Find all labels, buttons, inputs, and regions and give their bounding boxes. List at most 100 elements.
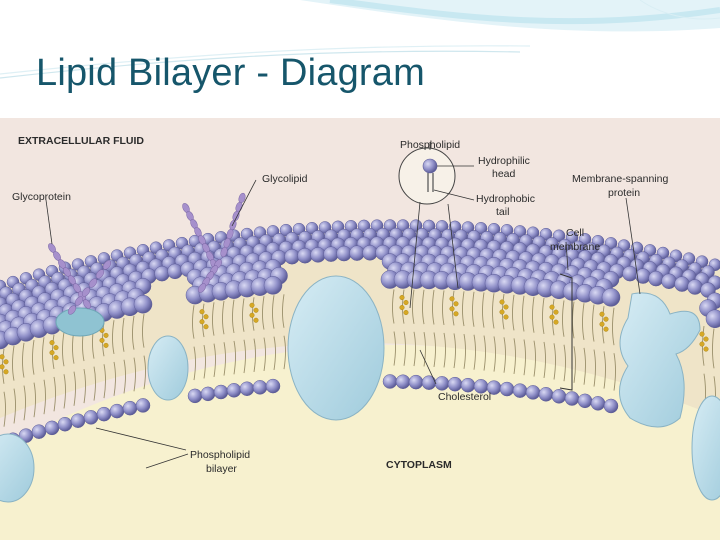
glycoprotein-body — [55, 307, 105, 337]
fatty-acid-tail — [243, 339, 246, 374]
edge-protein-right — [691, 395, 720, 501]
fatty-acid-tail — [263, 337, 266, 371]
phospholipid-head — [487, 222, 501, 236]
cholesterol-ring — [499, 299, 505, 305]
fatty-acid-tail — [442, 290, 445, 326]
cholesterol-ring — [603, 326, 609, 332]
cholesterol-ring — [103, 342, 109, 348]
fatty-acid-tail — [462, 291, 465, 327]
phospholipid-head — [564, 391, 580, 406]
fatty-acid-tail — [562, 300, 565, 337]
fatty-acid-tail — [613, 353, 616, 391]
phospholipid-head — [447, 376, 463, 392]
fatty-acid-tail — [262, 296, 265, 330]
fatty-acid-tail — [612, 307, 615, 346]
phospholipid-head — [648, 270, 664, 287]
phospholipid-head — [395, 374, 411, 389]
fatty-acid-tail — [222, 300, 225, 335]
cholesterol-ring — [453, 311, 459, 317]
label-glycoprotein: Glycoprotein — [12, 191, 71, 203]
phospholipid-head — [434, 376, 450, 391]
fatty-acid-tail — [53, 376, 56, 412]
phospholipid-head — [435, 220, 449, 233]
fatty-acid-tail — [423, 332, 426, 367]
fatty-acid-tail — [563, 344, 566, 382]
label-cytoplasm: CYTOPLASM — [386, 459, 452, 471]
glycolipid-carbohydrate — [220, 246, 228, 258]
glycoprotein-carbohydrate — [88, 278, 98, 288]
phospholipid-head — [167, 263, 183, 280]
fatty-acid-tail — [142, 313, 145, 348]
cholesterol-ring — [49, 340, 55, 346]
fatty-acid-tail — [592, 304, 595, 342]
cholesterol-ring — [549, 314, 555, 320]
fatty-acid-tail — [112, 320, 115, 355]
cholesterol-ring — [499, 309, 505, 315]
phospholipid-inset — [398, 147, 456, 205]
label-phospholipid-bilayer-2: bilayer — [206, 463, 237, 475]
phospholipid-head — [687, 279, 703, 295]
cholesterol-ring — [0, 354, 5, 360]
cholesterol-ring — [3, 359, 9, 365]
fatty-acid-tail — [63, 374, 66, 409]
fatty-acid-tail — [522, 295, 525, 332]
fatty-acid-tail — [123, 359, 126, 394]
cholesterol-ring — [249, 302, 255, 308]
cholesterol-ring — [53, 355, 59, 361]
glycoprotein-carbohydrate — [81, 287, 91, 297]
cholesterol-ring — [53, 345, 59, 351]
glycoprotein-carbohydrate — [102, 260, 112, 270]
cholesterol-ring — [699, 341, 705, 347]
label-cholesterol: Cholesterol — [438, 391, 491, 403]
inset-head — [422, 158, 438, 174]
header-decoration — [0, 0, 720, 79]
fatty-acid-tail — [253, 338, 256, 373]
fatty-acid-tail — [573, 346, 576, 383]
phospholipid-head — [362, 245, 378, 261]
fatty-acid-tail — [483, 335, 486, 371]
cholesterol-ring — [403, 300, 409, 306]
leader-lines — [45, 142, 641, 469]
cholesterol-ring — [549, 304, 555, 310]
cholesterol-ring — [599, 311, 605, 317]
cholesterol-ring — [99, 337, 105, 343]
fatty-acid-tail — [412, 289, 415, 324]
glycolipid-carbohydrate — [198, 283, 206, 293]
fatty-acid-tail — [232, 299, 235, 334]
fatty-acid-tail — [132, 315, 135, 350]
fatty-acid-tail — [712, 328, 715, 369]
phospholipid-head — [226, 383, 242, 398]
fatty-acid-tail — [282, 294, 285, 328]
phospholipid-head — [310, 247, 326, 263]
fatty-acid-tail — [702, 326, 705, 366]
phospholipid-head — [461, 221, 475, 234]
glycoprotein-carbohydrate — [83, 299, 91, 309]
label-membrane-spanning-protein-1: Membrane-spanning — [572, 173, 668, 185]
phospholipid-head — [323, 246, 339, 262]
fatty-acid-tail — [463, 333, 466, 369]
cholesterol-ring — [449, 296, 455, 302]
cholesterol-ring — [203, 314, 209, 320]
phospholipid-head — [83, 410, 99, 425]
phospholipid-head — [265, 378, 281, 394]
phospholipid-head — [135, 398, 151, 413]
phospholipid-head — [474, 222, 488, 235]
label-hydrophilic-head-2: head — [492, 168, 516, 180]
fatty-acid-tail — [103, 364, 106, 399]
integral-protein-large — [287, 275, 385, 421]
fatty-acid-tail — [32, 339, 35, 375]
cholesterol-ring — [599, 321, 605, 327]
label-phospholipid-bilayer-1: Phospholipid — [190, 449, 250, 461]
cholesterol-ring — [0, 364, 5, 370]
fatty-acid-tail — [193, 346, 196, 381]
fatty-acid-tail — [22, 342, 25, 378]
fatty-acid-tail — [413, 331, 416, 367]
fatty-acid-tail — [492, 293, 495, 329]
fatty-acid-tail — [113, 361, 116, 396]
phospholipid-head — [577, 393, 593, 409]
label-glycolipid: Glycolipid — [262, 173, 308, 185]
fatty-acid-tail — [503, 337, 506, 373]
slide-title: Lipid Bilayer - Diagram — [36, 52, 425, 94]
label-hydrophilic-head-1: Hydrophilic — [478, 155, 530, 167]
phospholipid-head — [512, 383, 528, 398]
